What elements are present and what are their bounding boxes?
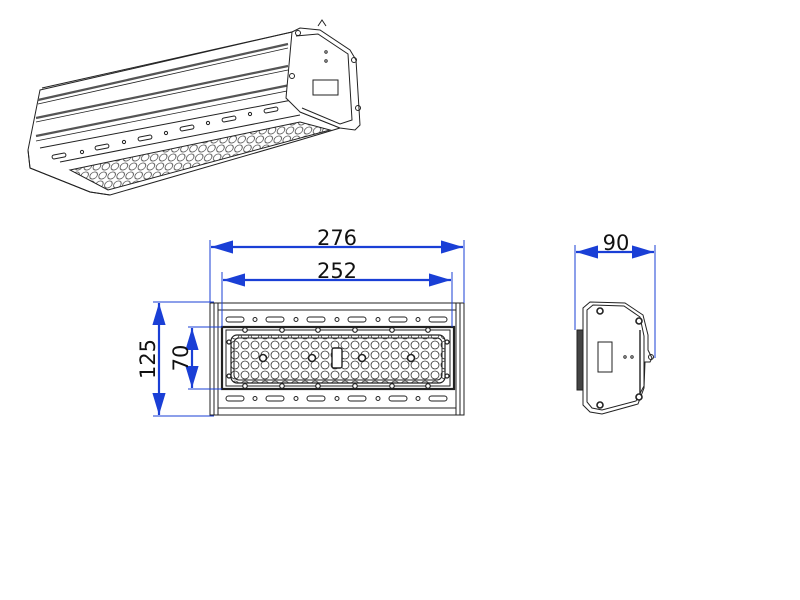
side-view <box>576 301 654 415</box>
dim-body-length: 252 <box>317 259 357 283</box>
dim-lens-height: 70 <box>169 345 193 372</box>
top-rail-slots <box>225 316 448 323</box>
dim-depth: 90 <box>603 231 630 255</box>
front-view <box>209 302 465 416</box>
dimension-lines <box>152 240 656 417</box>
side-label-plate <box>597 341 613 373</box>
mounting-slots <box>51 106 279 160</box>
end-cap <box>285 27 361 131</box>
isometric-view <box>27 19 361 196</box>
label-plate <box>312 79 339 96</box>
dim-overall-length: 276 <box>317 226 357 250</box>
center-window <box>331 347 343 369</box>
dim-overall-height: 125 <box>136 339 160 379</box>
module-screws <box>226 327 450 389</box>
led-lens-panel <box>68 121 332 191</box>
bottom-rail-slots <box>225 395 448 402</box>
